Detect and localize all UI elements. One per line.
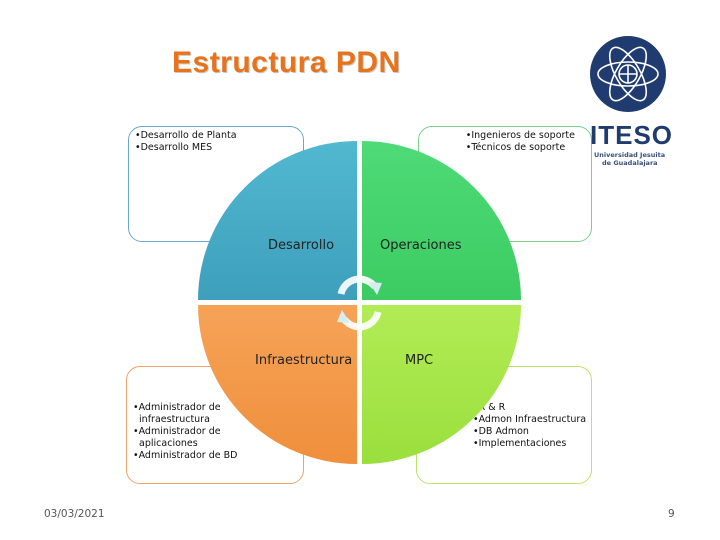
list-item: •Ingenieros de soporte: [465, 130, 575, 141]
quadrant-operaciones: [362, 141, 521, 300]
quadrant-label-mpc: MPC: [405, 353, 434, 368]
logo-wordmark: ITESO: [590, 120, 674, 150]
quadrant-label-desarrollo: Desarrollo: [268, 238, 335, 253]
quadrant-label-operaciones: Operaciones: [380, 238, 462, 253]
logo-subtitle-line: de Guadalajara: [602, 159, 658, 167]
logo-subtitle-line: Universidad Jesuita: [594, 151, 666, 159]
list-item: aplicaciones: [133, 438, 198, 449]
quadrant-infraestructura: [198, 305, 357, 464]
infraestructura-list: •Administrador de infraestructura •Admin…: [133, 402, 237, 462]
quadrant-mpc: [362, 305, 521, 464]
list-item: •Admon Infraestructura: [473, 414, 587, 425]
list-item: •Implementaciones: [473, 438, 567, 449]
page-title: Estructura PDN: [172, 46, 401, 79]
logo-subtitle: Universidad Jesuita de Guadalajara: [594, 151, 665, 167]
operaciones-list: •Ingenieros de soporte •Técnicos de sopo…: [466, 130, 575, 154]
quadrant-desarrollo: [198, 141, 357, 300]
footer-date: 03/03/2021: [44, 508, 105, 520]
list-item: •Administrador de: [133, 402, 221, 413]
mpc-list: •R & R •Admon Infraestructura •DB Admon …: [473, 402, 586, 450]
list-item: •DB Admon: [473, 426, 529, 437]
list-item: •Desarrollo MES: [135, 142, 213, 153]
list-item: •R & R: [473, 402, 506, 413]
desarrollo-list: •Desarrollo de Planta •Desarrollo MES: [135, 130, 297, 154]
page-number: 9: [668, 508, 675, 520]
cycle-arrow-heads: [337, 282, 382, 323]
list-item: •Técnicos de soporte: [465, 142, 566, 153]
list-item: •Administrador de: [133, 426, 221, 437]
list-item: •Administrador de BD: [133, 450, 238, 461]
list-item: •Desarrollo de Planta: [135, 130, 237, 141]
iteso-emblem-icon: [590, 36, 666, 112]
quadrant-label-infraestructura: Infraestructura: [255, 353, 353, 368]
list-item: infraestructura: [133, 414, 210, 425]
